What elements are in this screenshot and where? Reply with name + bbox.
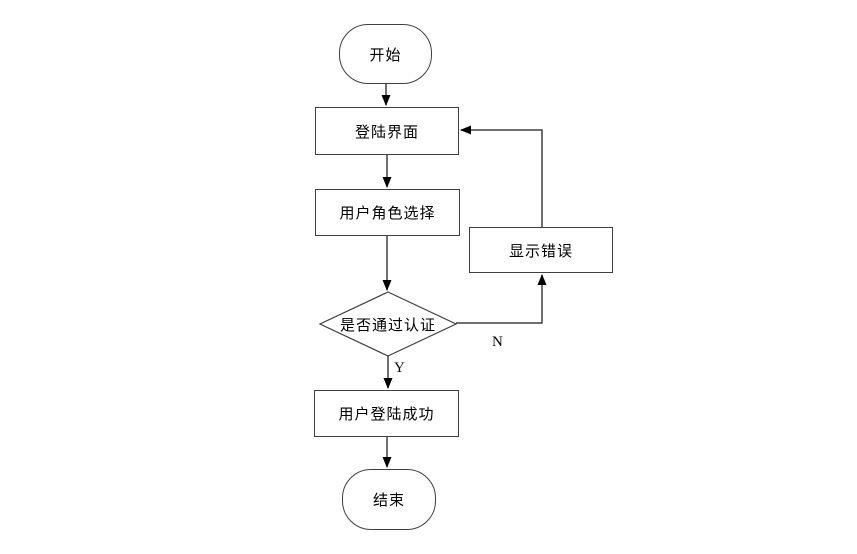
node-login: 登陆界面 — [315, 107, 459, 155]
node-role: 用户角色选择 — [315, 189, 460, 236]
node-auth: 是否通过认证 — [320, 312, 456, 336]
node-success-label: 用户登陆成功 — [338, 407, 435, 423]
edge-error-login — [460, 125, 543, 227]
node-end-label: 结束 — [372, 493, 405, 509]
node-error-label: 显示错误 — [508, 243, 573, 260]
node-start-label: 开始 — [369, 47, 402, 64]
node-end: 结束 — [342, 469, 436, 530]
node-auth-label: 是否通过认证 — [339, 317, 436, 334]
edge-label-no: N — [492, 334, 503, 350]
node-error: 显示错误 — [469, 227, 613, 273]
node-role-label: 用户角色选择 — [339, 206, 436, 222]
decision-diamond-shape — [318, 291, 458, 357]
edge-label-yes: Y — [394, 360, 405, 376]
edge-auth-error — [456, 274, 547, 324]
node-login-label: 登陆界面 — [354, 124, 419, 141]
node-success: 用户登陆成功 — [314, 390, 459, 437]
node-start: 开始 — [339, 24, 432, 84]
